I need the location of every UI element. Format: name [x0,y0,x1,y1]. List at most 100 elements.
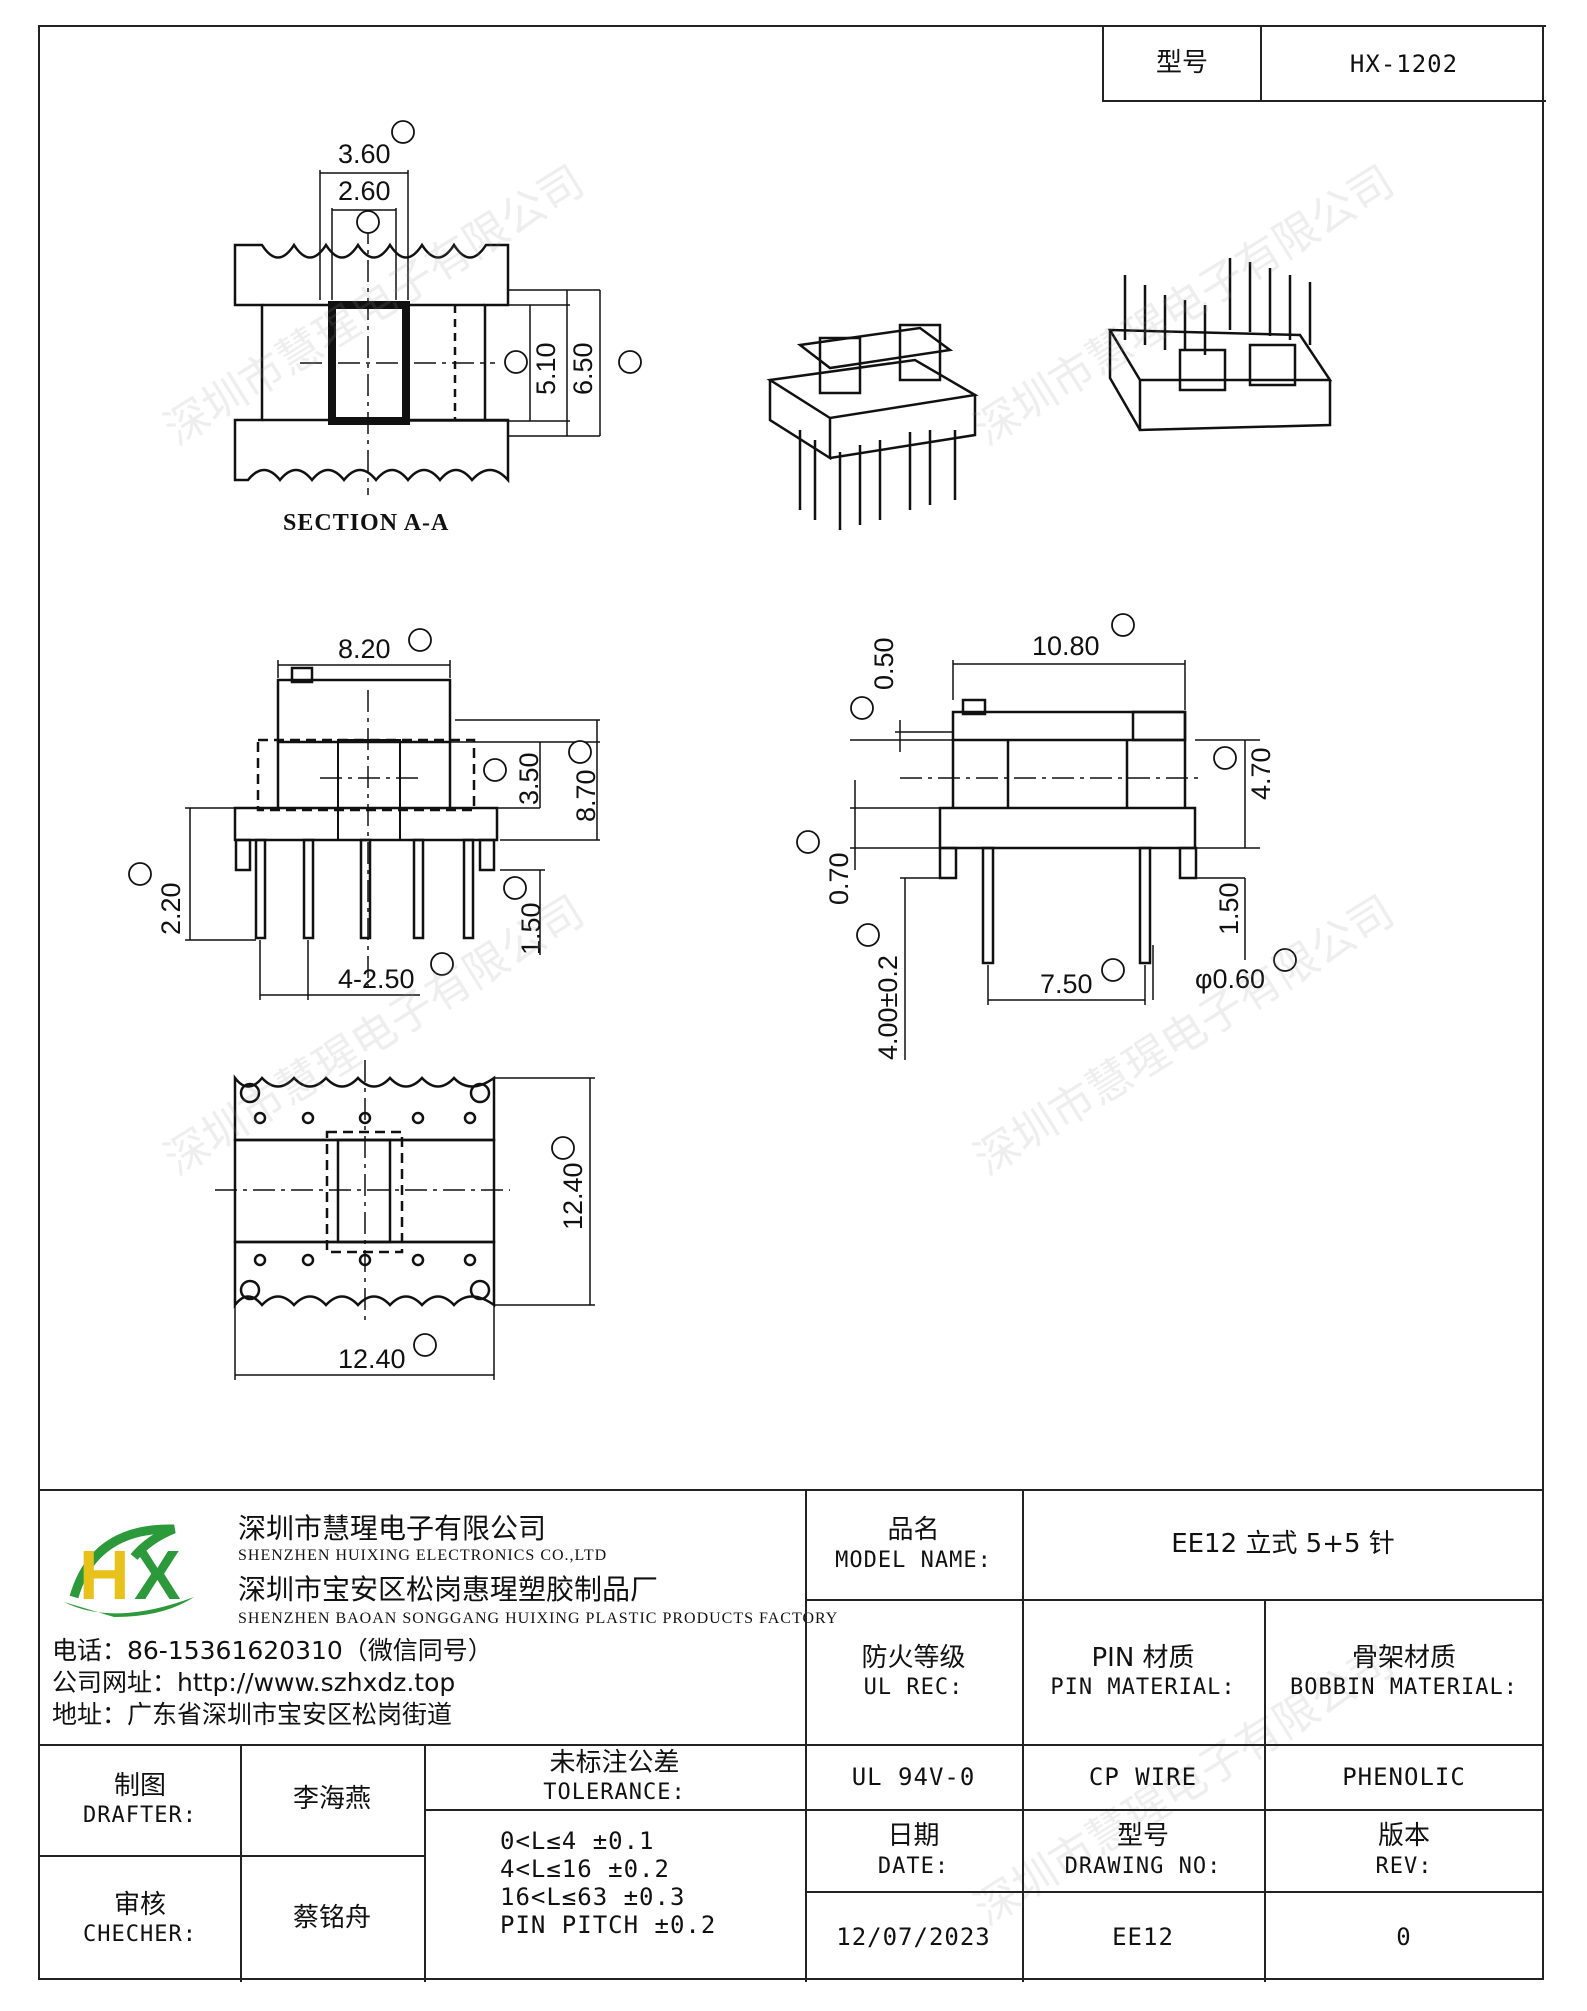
grid-line [1022,1489,1024,1982]
date-value: 12/07/2023 [805,1891,1022,1982]
checker-name: 蔡铭舟 [240,1855,424,1982]
bobbin-material-en: BOBBIN MATERIAL: [1290,1675,1518,1700]
model-name-value: EE12 立式 5+5 针 [1022,1489,1544,1599]
drafter-name-text: 李海燕 [292,1784,371,1815]
bobbin-material-value-text: PHENOLIC [1342,1762,1466,1791]
section-label: SECTION A-A [283,510,449,536]
header-model-label-text: 型号 [1155,48,1208,79]
pin-material-cn: PIN 材质 [1091,1642,1195,1673]
bobbin-material-label: 骨架材质 BOBBIN MATERIAL: [1264,1599,1544,1744]
drawing-no-label: 型号 DRAWING NO: [1022,1809,1264,1891]
pin-material-en: PIN MATERIAL: [1050,1675,1236,1700]
tolerance-table: 0<L≤4 ±0.1 4<L≤16 ±0.2 16<L≤63 ±0.3 PIN … [500,1827,800,1939]
model-name-cn: 品名 [887,1515,940,1545]
date-label: 日期 DATE: [805,1809,1022,1891]
tolerance-line: 4<L≤16 ±0.2 [500,1855,670,1883]
model-name-label: 品名 MODEL NAME: [805,1489,1022,1599]
company-address: 地址：广东省深圳市宝安区松岗街道 [52,1700,453,1729]
date-cn: 日期 [887,1821,940,1851]
rev-value-text: 0 [1396,1922,1412,1951]
dim-6-50: 6.50 [568,342,598,395]
isometric-view-right [1107,258,1333,432]
tolerance-line: 16<L≤63 ±0.3 [500,1883,686,1911]
grid-line [40,1855,424,1857]
grid-line [805,1891,1544,1893]
ul-rec-value-text: UL 94V-0 [851,1762,976,1791]
pin-material-label: PIN 材质 PIN MATERIAL: [1022,1599,1264,1744]
dim-10-80: 10.80 [1032,631,1100,661]
section-a-a-view [233,170,601,495]
dim-12-40-vertical: 12.40 [558,1162,588,1230]
factory-name-cn: 深圳市宝安区松岗惠瑆塑胶制品厂 [238,1573,659,1606]
factory-name-en: SHENZHEN BAOAN SONGGANG HUIXING PLASTIC … [238,1610,839,1627]
tolerance-cn: 未标注公差 [549,1747,680,1778]
logo-h: H [79,1536,130,1614]
grid-line [805,1599,1544,1601]
grid-line [424,1744,426,1982]
company-name-en: SHENZHEN HUIXING ELECTRONICS CO.,LTD [238,1547,608,1564]
dim-5-10: 5.10 [531,342,561,395]
rev-cn: 版本 [1377,1821,1430,1851]
checker-en: CHECHER: [83,1922,197,1947]
side-view [850,660,1260,1060]
grid-line [240,1744,242,1982]
drafter-name: 李海燕 [240,1744,424,1855]
dim-8-20: 8.20 [338,634,391,664]
pin-material-value: CP WIRE [1022,1744,1264,1809]
bottom-view [215,1060,595,1380]
dim-3-60: 3.60 [338,139,391,169]
rev-value: 0 [1264,1891,1544,1982]
ul-rec-cn: 防火等级 [861,1642,966,1673]
titleblock-top-border [40,1489,1544,1491]
model-name-value-text: EE12 立式 5+5 针 [1171,1528,1395,1559]
company-logo: H X [54,1517,224,1627]
drawing-sheet: 型号 HX-1202 H X 深圳市慧瑆电子有限公司 SHENZHEN HUIX… [38,25,1546,1982]
ul-rec-en: UL REC: [863,1675,964,1700]
drafter-en: DRAFTER: [83,1803,197,1828]
checker-cn: 审核 [113,1889,166,1920]
grid-line [40,1744,1544,1746]
header-model-label: 型号 [1102,25,1262,102]
grid-line [805,1489,807,1982]
company-name-cn: 深圳市慧瑆电子有限公司 [238,1512,547,1545]
bobbin-material-cn: 骨架材质 [1351,1642,1456,1673]
dim-7-50: 7.50 [1040,969,1093,999]
dim-4-00: 4.00±0.2 [873,955,903,1060]
tolerance-en: TOLERANCE: [543,1780,686,1805]
dim-2-20: 2.20 [156,882,186,935]
dim-0-70: 0.70 [824,852,854,905]
front-view [185,660,600,1000]
drawing-no-value: EE12 [1022,1891,1264,1982]
header-model-value: HX-1202 [1260,25,1546,102]
drawing-no-value-text: EE12 [1112,1922,1174,1951]
date-value-text: 12/07/2023 [836,1922,991,1951]
dim-2-60: 2.60 [338,176,391,206]
date-en: DATE: [877,1853,950,1879]
rev-label: 版本 REV: [1264,1809,1544,1891]
company-phone: 电话：86-15361620310（微信同号） [52,1636,493,1665]
drafter-label: 制图 DRAFTER: [40,1744,240,1855]
dim-1-50-side: 1.50 [1214,882,1244,935]
dim-1-50-front: 1.50 [516,902,546,955]
dim-3-50: 3.50 [514,752,544,805]
dim-phi-0-60: φ0.60 [1195,964,1265,994]
grid-line [424,1809,805,1811]
dim-0-50: 0.50 [869,637,899,690]
dim-12-40-horizontal: 12.40 [338,1344,406,1374]
checker-label: 审核 CHECHER: [40,1855,240,1982]
dim-4-70: 4.70 [1246,747,1276,800]
drafter-cn: 制图 [113,1770,166,1801]
drawing-no-en: DRAWING NO: [1064,1853,1222,1879]
dim-4x2-50: 4-2.50 [338,964,415,994]
company-website: 公司网址：http://www.szhxdz.top [52,1668,456,1697]
checker-name-text: 蔡铭舟 [292,1903,371,1934]
drawing-no-cn: 型号 [1116,1821,1169,1851]
isometric-view-left [766,323,979,530]
grid-line [805,1809,1544,1811]
header-model-value-text: HX-1202 [1349,49,1459,78]
rev-en: REV: [1375,1853,1433,1879]
model-name-en: MODEL NAME: [835,1547,992,1573]
grid-line [1264,1599,1266,1982]
logo-x: X [134,1536,181,1614]
